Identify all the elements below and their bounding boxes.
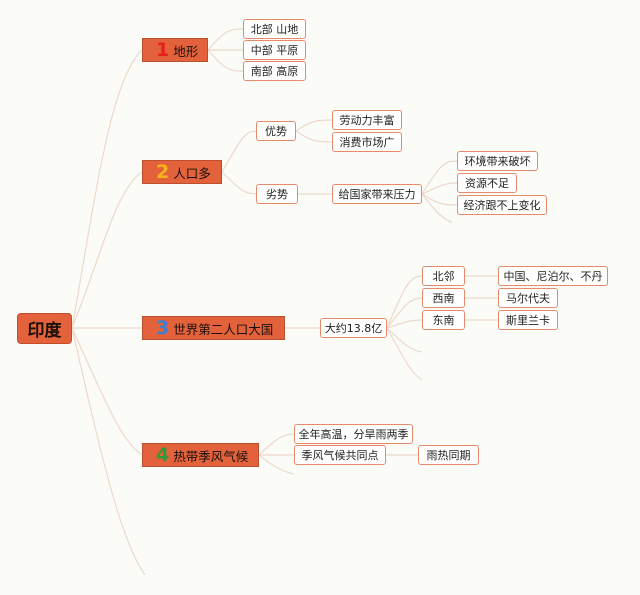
terrain-north[interactable]: 北部 山地 bbox=[243, 19, 306, 39]
pressure-economy[interactable]: 经济跟不上变化 bbox=[457, 195, 547, 215]
direction-north[interactable]: 北邻 bbox=[422, 266, 465, 286]
terrain-central[interactable]: 中部 平原 bbox=[243, 40, 306, 60]
advantage-labor[interactable]: 劳动力丰富 bbox=[332, 110, 402, 130]
direction-southwest[interactable]: 西南 bbox=[422, 288, 465, 308]
neighbor-southwest[interactable]: 马尔代夫 bbox=[498, 288, 558, 308]
neighbor-north[interactable]: 中国、尼泊尔、不丹 bbox=[498, 266, 608, 286]
climate-high-temp[interactable]: 全年高温，分旱雨两季 bbox=[294, 424, 413, 444]
pressure-node[interactable]: 给国家带来压力 bbox=[332, 184, 422, 204]
terrain-south[interactable]: 南部 高原 bbox=[243, 61, 306, 81]
pressure-environment[interactable]: 环境带来破坏 bbox=[457, 151, 538, 171]
population-approx[interactable]: 大约13.8亿 bbox=[320, 318, 387, 338]
topic-label: 人口多 bbox=[173, 165, 211, 181]
advantage-node[interactable]: 优势 bbox=[256, 121, 296, 141]
topic-climate[interactable]: 4 热带季风气候 bbox=[142, 443, 259, 467]
topic-number: 2 bbox=[156, 161, 170, 183]
topic-number: 3 bbox=[156, 317, 170, 339]
climate-rain-heat[interactable]: 雨热同期 bbox=[418, 445, 479, 465]
pressure-resources[interactable]: 资源不足 bbox=[457, 173, 517, 193]
climate-common[interactable]: 季风气候共同点 bbox=[294, 445, 386, 465]
topic-terrain[interactable]: 1 地形 bbox=[142, 38, 208, 62]
direction-southeast[interactable]: 东南 bbox=[422, 310, 465, 330]
topic-label: 地形 bbox=[173, 43, 199, 59]
root-node[interactable]: 印度 bbox=[17, 313, 72, 344]
advantage-market[interactable]: 消费市场广 bbox=[332, 132, 402, 152]
topic-label: 世界第二人口大国 bbox=[173, 321, 274, 337]
topic-label: 热带季风气候 bbox=[173, 448, 249, 464]
disadvantage-node[interactable]: 劣势 bbox=[256, 184, 298, 204]
topic-number: 4 bbox=[156, 444, 170, 466]
topic-number: 1 bbox=[156, 39, 170, 61]
topic-second-populous[interactable]: 3 世界第二人口大国 bbox=[142, 316, 285, 340]
topic-population[interactable]: 2 人口多 bbox=[142, 160, 222, 184]
neighbor-southeast[interactable]: 斯里兰卡 bbox=[498, 310, 558, 330]
